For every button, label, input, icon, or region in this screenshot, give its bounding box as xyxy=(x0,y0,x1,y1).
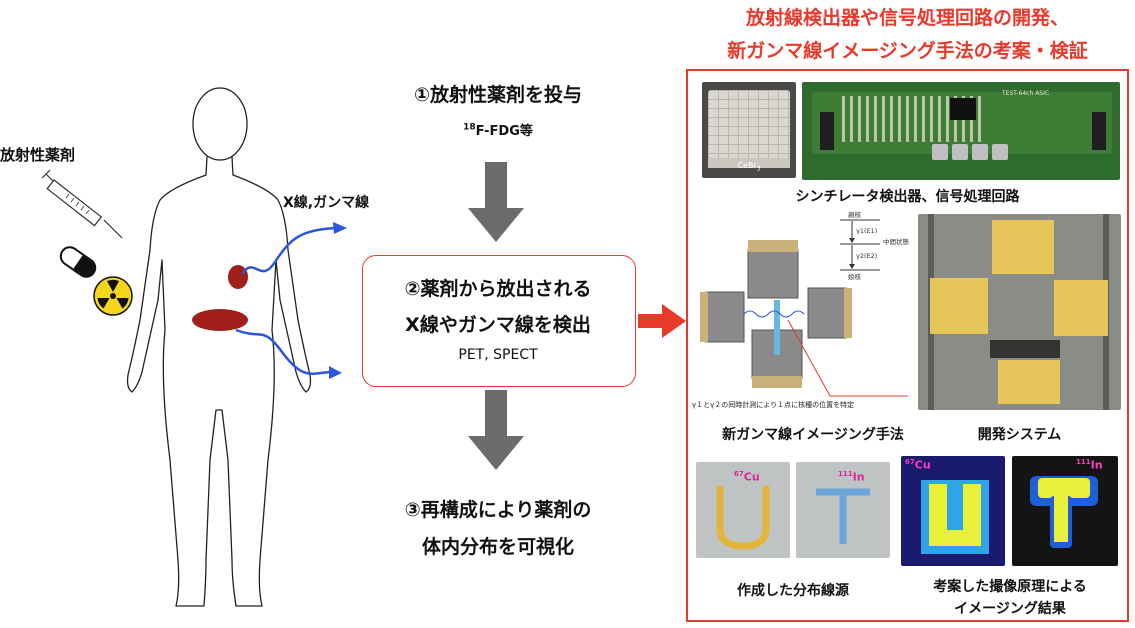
decay-mid: 中間状態 xyxy=(883,238,909,246)
src2-label: 111In xyxy=(838,470,865,484)
img2-label: 111In xyxy=(1076,458,1103,472)
syringe-icon xyxy=(41,169,123,239)
crystal-label-text: CeBr xyxy=(737,161,757,170)
step3-line1: ③再構成により薬剤の xyxy=(404,499,592,521)
caption-results-line2: イメージング結果 xyxy=(954,601,1066,617)
u-shape-source xyxy=(716,486,770,550)
ray-arrow-upper xyxy=(240,226,336,275)
decay-gamma2: γ2(E2) xyxy=(856,252,878,260)
step1-sub-sup: 18 xyxy=(463,122,476,133)
right-title-line2: 新ガンマ線イメージング手法の考案・検証 xyxy=(727,40,1088,62)
capsule-icon xyxy=(59,246,97,278)
src2-label-sup: 111 xyxy=(838,470,853,478)
img1-label-text: Cu xyxy=(914,458,931,472)
caption-results-line1: 考案した撮像原理による xyxy=(933,579,1087,595)
step2-sub: PET, SPECT xyxy=(458,347,538,363)
circuit-board-photo: TEST-64ch ASIC xyxy=(802,82,1120,180)
step3-line2: 体内分布を可視化 xyxy=(421,536,574,558)
step1-title: ①放射性薬剤を投与 xyxy=(413,84,583,106)
scintillator-photo: CeBr3 xyxy=(702,82,796,178)
result-cu-image: 67Cu xyxy=(901,456,1005,566)
caption-sources: 作成した分布線源 xyxy=(737,583,849,599)
rays-label: X線,ガンマ線 xyxy=(283,195,370,211)
caption-system: 開発システム xyxy=(977,427,1062,443)
img1-label: 67Cu xyxy=(905,458,931,472)
method-note: γ１とγ２の同時計測により１点に核種の位置を特定 xyxy=(692,401,855,409)
crystal-label: CeBr3 xyxy=(702,161,796,173)
step2-line1: ②薬剤から放出される xyxy=(404,278,592,300)
radiation-icon xyxy=(93,276,133,316)
detector-rendering xyxy=(700,240,852,388)
human-figure xyxy=(126,87,312,607)
board-label: TEST-64ch ASIC xyxy=(1002,90,1050,97)
ray-arrows xyxy=(235,222,347,379)
crystal-label-sub: 3 xyxy=(756,165,761,173)
organ-large xyxy=(192,309,248,331)
step1-sub: 18F-FDG等 xyxy=(360,120,636,139)
right-title-line1: 放射線検出器や信号処理回路の開発、 xyxy=(745,7,1069,29)
system-photo xyxy=(918,214,1121,410)
caption-detector: シンチレータ検出器、信号処理回路 xyxy=(795,189,1020,205)
drug-label: 放射性薬剤 xyxy=(0,146,76,164)
step2-line2: X線やガンマ線を検出 xyxy=(405,314,591,336)
arrow-down-2 xyxy=(468,390,524,470)
src1-label-sup: 67 xyxy=(734,470,744,478)
decay-scheme xyxy=(840,219,880,271)
t-shape-source xyxy=(816,488,870,544)
result-in-image: 111In xyxy=(1012,456,1118,566)
ray-arrow-lower xyxy=(235,328,331,375)
source-in-photo: 111In xyxy=(796,462,890,558)
src2-label-text: In xyxy=(852,470,865,484)
img2-label-text: In xyxy=(1090,458,1103,472)
pointer-line xyxy=(787,319,908,397)
step1-sub-text: F-FDG等 xyxy=(475,124,533,139)
source-cu-photo: 67Cu xyxy=(696,462,790,558)
src1-label: 67Cu xyxy=(734,470,760,484)
decay-gamma1: γ1(E1) xyxy=(856,227,878,235)
decay-daughter: 娘核 xyxy=(848,273,861,281)
decay-parent: 親核 xyxy=(848,211,861,219)
img1-label-sup: 67 xyxy=(905,458,915,466)
right-panel xyxy=(686,69,1129,622)
step2-box xyxy=(362,255,636,387)
caption-method: 新ガンマ線イメージング手法 xyxy=(722,427,904,443)
src1-label-text: Cu xyxy=(743,470,760,484)
arrow-down-1 xyxy=(468,162,524,242)
arrow-right-red xyxy=(638,304,686,338)
img2-label-sup: 111 xyxy=(1076,458,1091,466)
